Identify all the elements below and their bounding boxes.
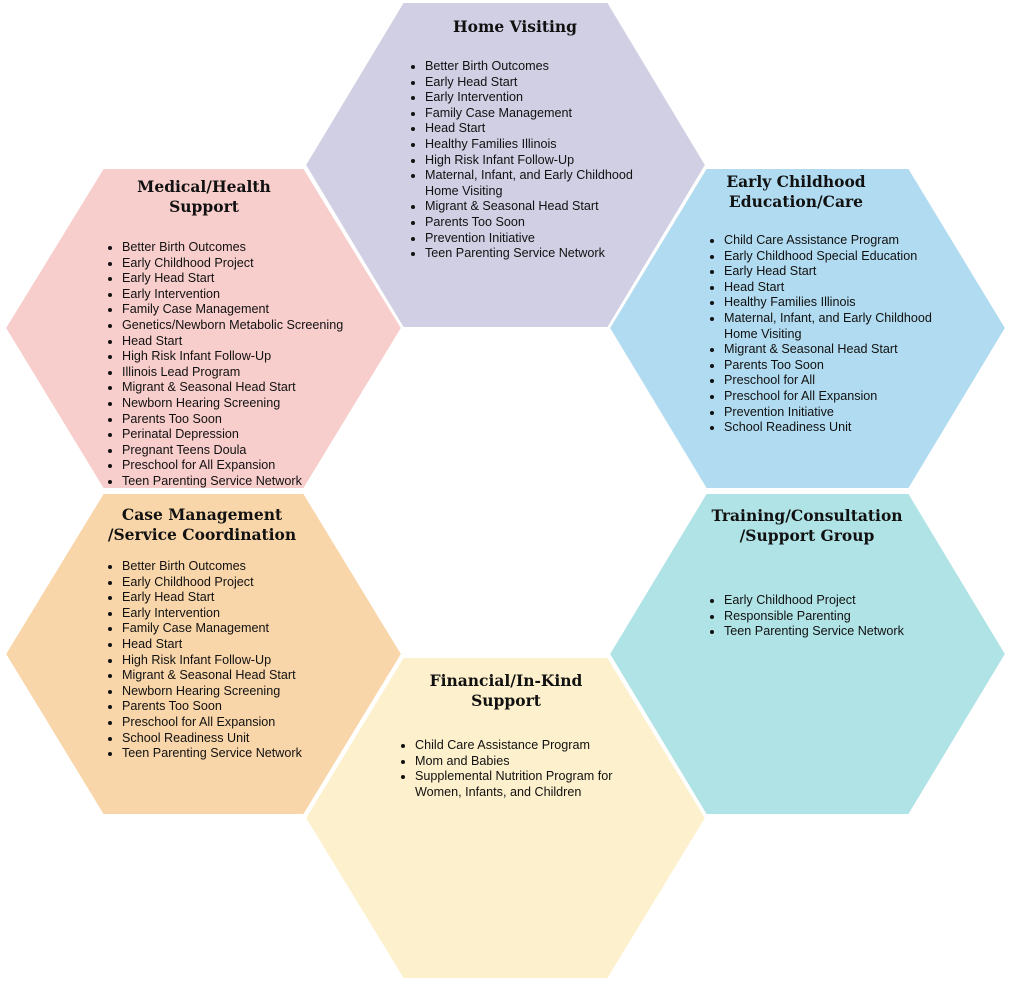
list-item: Teen Parenting Service Network: [122, 746, 364, 762]
list-item: Healthy Families Illinois: [724, 295, 966, 311]
list-item: High Risk Infant Follow-Up: [425, 153, 657, 169]
list-item: Prevention Initiative: [724, 405, 966, 421]
list-item: Preschool for All Expansion: [724, 389, 966, 405]
case-management-list: Better Birth OutcomesEarly Childhood Pro…: [104, 559, 364, 762]
list-item: Newborn Hearing Screening: [122, 684, 364, 700]
list-item: Migrant & Seasonal Head Start: [122, 380, 374, 396]
list-item: Early Head Start: [122, 590, 364, 606]
list-item: Early Intervention: [425, 90, 657, 106]
list-item: Parents Too Soon: [122, 699, 364, 715]
list-item: Genetics/Newborn Metabolic Screening: [122, 318, 374, 334]
list-item: Head Start: [724, 280, 966, 296]
list-item: Child Care Assistance Program: [724, 233, 966, 249]
list-item: Supplemental Nutrition Program for Women…: [415, 769, 657, 800]
medical-health-support-title: Medical/Health Support: [137, 177, 271, 216]
list-item: Parents Too Soon: [122, 412, 374, 428]
hexagon-early-childhood-education-care: [607, 167, 1008, 490]
list-item: High Risk Infant Follow-Up: [122, 349, 374, 365]
list-item: Early Head Start: [122, 271, 374, 287]
list-item: School Readiness Unit: [724, 420, 966, 436]
list-item: Mom and Babies: [415, 754, 657, 770]
home-visiting-title: Home Visiting: [452, 17, 578, 36]
financial-in-kind-support-title: Financial/In-Kind Support: [429, 671, 583, 710]
medical-health-support-panel: Medical/Health Support Better Birth Outc…: [104, 177, 374, 490]
list-item: Early Childhood Project: [724, 593, 966, 609]
list-item: Teen Parenting Service Network: [122, 474, 374, 490]
list-item: Early Intervention: [122, 606, 364, 622]
list-item: Early Intervention: [122, 287, 374, 303]
list-item: Head Start: [122, 334, 374, 350]
early-childhood-education-title: Early Childhood Education/Care: [726, 172, 866, 211]
hexagon-financial-in-kind-support: [303, 656, 708, 980]
list-item: Maternal, Infant, and Early Childhood Ho…: [425, 168, 657, 199]
list-item: Newborn Hearing Screening: [122, 396, 374, 412]
list-item: Head Start: [425, 121, 657, 137]
list-item: Early Childhood Special Education: [724, 249, 966, 265]
hexagon-medical-health-support: [3, 167, 404, 490]
medical-health-support-list: Better Birth OutcomesEarly Childhood Pro…: [104, 240, 374, 490]
list-item: Teen Parenting Service Network: [724, 624, 966, 640]
list-item: Early Head Start: [724, 264, 966, 280]
list-item: Better Birth Outcomes: [425, 59, 657, 75]
list-item: Better Birth Outcomes: [122, 559, 364, 575]
financial-in-kind-support-list: Child Care Assistance ProgramMom and Bab…: [397, 738, 657, 800]
list-item: Migrant & Seasonal Head Start: [724, 342, 966, 358]
list-item: Responsible Parenting: [724, 609, 966, 625]
training-consultation-title: Training/Consultation /Support Group: [711, 506, 903, 545]
list-item: Family Case Management: [425, 106, 657, 122]
list-item: Prevention Initiative: [425, 231, 657, 247]
list-item: Better Birth Outcomes: [122, 240, 374, 256]
list-item: Healthy Families Illinois: [425, 137, 657, 153]
list-item: Preschool for All Expansion: [122, 715, 364, 731]
list-item: Parents Too Soon: [724, 358, 966, 374]
list-item: Early Childhood Project: [122, 575, 364, 591]
list-item: Maternal, Infant, and Early Childhood Ho…: [724, 311, 966, 342]
case-management-panel: Case Management /Service Coordination Be…: [104, 505, 364, 762]
list-item: Early Head Start: [425, 75, 657, 91]
early-childhood-education-list: Child Care Assistance ProgramEarly Child…: [706, 233, 966, 436]
list-item: Migrant & Seasonal Head Start: [122, 668, 364, 684]
early-childhood-education-panel: Early Childhood Education/Care Child Car…: [706, 172, 966, 436]
training-consultation-panel: Training/Consultation /Support Group Ear…: [706, 506, 966, 640]
list-item: Parents Too Soon: [425, 215, 657, 231]
list-item: Family Case Management: [122, 621, 364, 637]
home-visiting-list: Better Birth OutcomesEarly Head StartEar…: [407, 59, 657, 262]
financial-in-kind-support-panel: Financial/In-Kind Support Child Care Ass…: [397, 671, 657, 800]
list-item: Illinois Lead Program: [122, 365, 374, 381]
list-item: Preschool for All Expansion: [122, 458, 374, 474]
list-item: Child Care Assistance Program: [415, 738, 657, 754]
home-visiting-panel: Home Visiting Better Birth OutcomesEarly…: [407, 17, 657, 262]
list-item: Pregnant Teens Doula: [122, 443, 374, 459]
list-item: Migrant & Seasonal Head Start: [425, 199, 657, 215]
list-item: Teen Parenting Service Network: [425, 246, 657, 262]
list-item: Early Childhood Project: [122, 256, 374, 272]
hexagon-training-consultation: [607, 492, 1008, 816]
training-consultation-list: Early Childhood ProjectResponsible Paren…: [706, 593, 966, 640]
list-item: Head Start: [122, 637, 364, 653]
hexagon-case-management: [3, 492, 404, 816]
list-item: High Risk Infant Follow-Up: [122, 653, 364, 669]
list-item: Family Case Management: [122, 302, 374, 318]
list-item: Perinatal Depression: [122, 427, 374, 443]
list-item: School Readiness Unit: [122, 731, 364, 747]
case-management-title: Case Management /Service Coordination: [107, 505, 297, 544]
list-item: Preschool for All: [724, 373, 966, 389]
